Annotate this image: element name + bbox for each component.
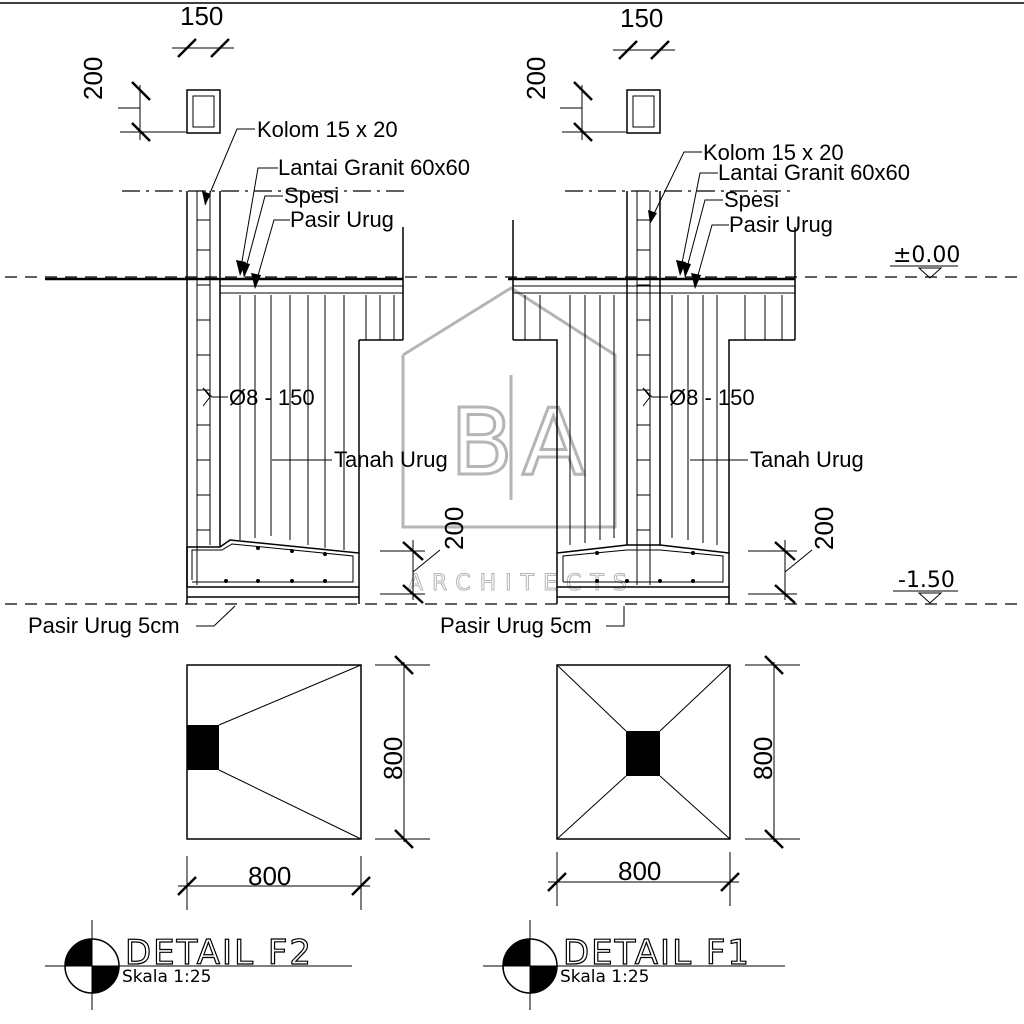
title-block-f2: DETAIL F2 Skala 1:25 [45,920,352,1010]
label-mortar-f1: Spesi [724,187,779,212]
watermark-letter-b: B [450,389,513,496]
footing-thickness-dim-f1: 200 [809,507,839,550]
plan-f1-outline [556,664,731,840]
level-top-label: ±0.00 [893,243,960,268]
label-soil-fill-f1: Tanah Urug [750,447,864,472]
detail-f2-section: 150 200 [28,1,470,638]
detail-scale-f1: Skala 1:25 [560,967,649,987]
plan-f2: 800 800 [177,655,430,910]
label-column-f1: Kolom 15 x 20 [703,140,844,165]
label-mortar-f2: Spesi [284,183,339,208]
label-base-sand-f2: Pasir Urug 5cm [28,613,180,638]
label-rebar-f1: Ø8 - 150 [669,385,755,410]
level-bottom-label: -1.50 [898,568,955,593]
plan-width-dim-f2: 800 [248,861,291,891]
footing-thickness-dim-f2: 200 [439,507,469,550]
detail-title-f2: DETAIL F2 [125,933,313,973]
level-marker-top: ±0.00 [890,243,960,279]
plan-f1-column [626,731,660,776]
label-sand-fill-f1: Pasir Urug [729,212,833,237]
label-rebar-f2: Ø8 - 150 [229,385,315,410]
plan-f2-column [187,725,219,770]
plan-height-dim-f1: 800 [748,737,778,780]
plan-height-dim-f2: 800 [378,737,408,780]
detail-f1-section: 150 200 [440,3,910,638]
label-column-f2: Kolom 15 x 20 [257,117,398,142]
label-soil-fill-f2: Tanah Urug [334,447,448,472]
column-width-dim-f2: 150 [180,1,223,31]
detail-scale-f2: Skala 1:25 [122,967,211,987]
column-section-f2 [186,89,221,134]
label-floor-f2: Lantai Granit 60x60 [278,155,470,180]
watermark-caption: ARCHITECTS [408,571,636,596]
label-sand-fill-f2: Pasir Urug [290,207,394,232]
label-base-sand-f1: Pasir Urug 5cm [440,613,592,638]
watermark-logo: B A ARCHITECTS [401,286,636,597]
detail-title-f1: DETAIL F1 [563,933,751,973]
watermark-letter-a: A [522,389,585,496]
column-width-dim-f1: 150 [620,3,663,33]
label-floor-f1: Lantai Granit 60x60 [718,160,910,185]
column-depth-dim-f2: 200 [78,57,108,100]
plan-width-dim-f1: 800 [618,856,661,886]
title-block-f1: DETAIL F1 Skala 1:25 [483,920,785,1010]
column-section-f1 [626,89,661,134]
plan-f1: 800 800 [547,655,800,906]
level-marker-bottom: -1.50 [893,568,958,604]
column-depth-dim-f1: 200 [521,57,551,100]
